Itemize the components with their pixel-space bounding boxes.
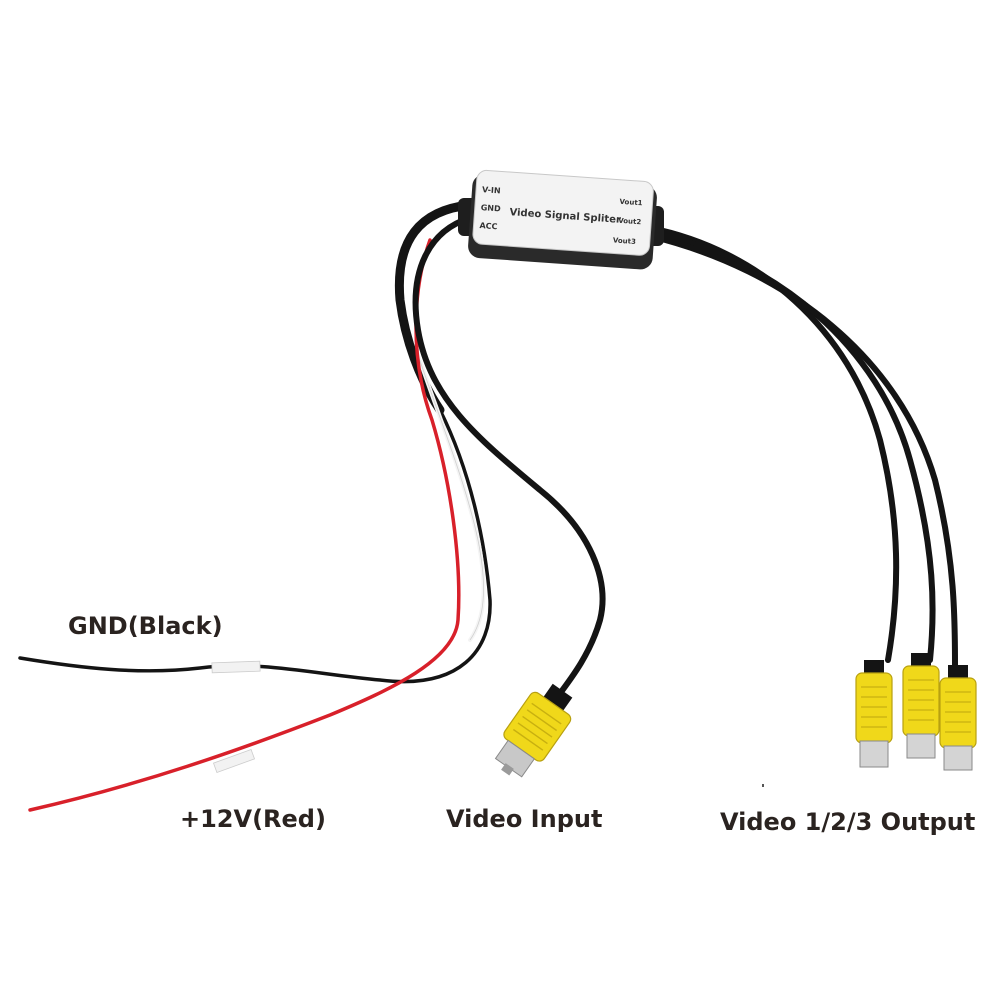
video-output-2-rca-plug — [902, 653, 940, 759]
device-port-vout3: Vout3 — [613, 236, 637, 246]
device-port-acc: ACC — [479, 221, 498, 231]
device-port-vin: V-IN — [482, 185, 501, 195]
device-port-vout2: Vout2 — [618, 217, 642, 227]
video-signal-splitter-box: V-IN GND ACC Video Signal Spliter Vout1 … — [468, 169, 657, 270]
plus12v-red-label: +12V(Red) — [180, 805, 326, 833]
video-output-label: Video 1/2/3 Output — [720, 808, 976, 836]
video-input-label: Video Input — [446, 805, 603, 833]
video-input-cable — [412, 215, 606, 703]
red-wire-tag — [212, 748, 256, 774]
plus12v-red-wire — [28, 238, 461, 812]
device-port-vout1: Vout1 — [619, 198, 643, 208]
speck — [762, 784, 764, 787]
device-port-gnd: GND — [480, 203, 501, 213]
video-input-rca-plug — [494, 683, 573, 778]
gnd-black-label: GND(Black) — [68, 612, 223, 640]
video-output-3-rca-plug — [939, 665, 977, 771]
gnd-wire-tag — [211, 660, 261, 674]
output-cable-bundle — [647, 225, 958, 668]
video-output-1-rca-plug — [855, 660, 893, 768]
gnd-black-wire — [18, 408, 492, 684]
